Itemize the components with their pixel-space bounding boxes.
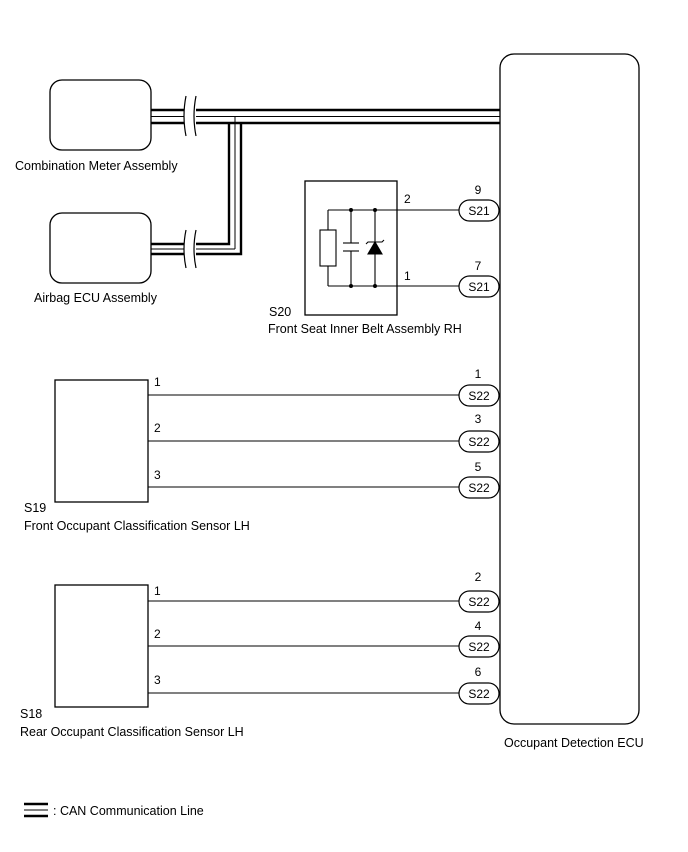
ecu-pin-number: 9 (475, 183, 482, 197)
connector-label: S21 (468, 280, 490, 294)
s20-internal-circuit (319, 208, 460, 288)
combination-meter-box (49, 79, 152, 151)
can-bus-lines (151, 95, 500, 269)
s20-code: S20 (269, 305, 291, 319)
s19-box (54, 379, 149, 503)
can-legend-icon (24, 802, 48, 818)
connector-label: S22 (468, 389, 490, 403)
connector-label: S22 (468, 435, 490, 449)
connector-pill (458, 275, 500, 298)
s18-code: S18 (20, 707, 42, 721)
ecu-pin-number: 4 (475, 619, 482, 633)
connector-pill (458, 199, 500, 222)
connector-pill (458, 384, 500, 407)
s19-name: Front Occupant Classification Sensor LH (24, 519, 250, 533)
connector-pill (458, 430, 500, 453)
connector-pill (458, 590, 500, 613)
s18-pin-number: 2 (154, 627, 161, 641)
s20-name: Front Seat Inner Belt Assembly RH (268, 322, 462, 336)
connector-label: S22 (468, 595, 490, 609)
airbag-ecu-label: Airbag ECU Assembly (34, 291, 158, 305)
s19-code: S19 (24, 501, 46, 515)
s20-pin-number: 2 (404, 192, 411, 206)
s18-name: Rear Occupant Classification Sensor LH (20, 725, 244, 739)
s19-pin-number: 2 (154, 421, 161, 435)
occupant-detection-ecu-box (499, 53, 640, 725)
s19-pin-number: 1 (154, 375, 161, 389)
connector-pill (458, 476, 500, 499)
combination-meter-label: Combination Meter Assembly (15, 159, 178, 173)
connector-label: S22 (468, 687, 490, 701)
s19-pin-number: 3 (154, 468, 161, 482)
airbag-ecu-box (49, 212, 152, 284)
connector-pill (458, 635, 500, 658)
ecu-pin-number: 6 (475, 665, 482, 679)
s20-pin-number: 1 (404, 269, 411, 283)
s18-pin-number: 3 (154, 673, 161, 687)
connector-label: S21 (468, 204, 490, 218)
sensor-wires (148, 394, 460, 694)
s20-box (304, 180, 398, 316)
ecu-pin-number: 3 (475, 412, 482, 426)
ecu-pin-number: 5 (475, 460, 482, 474)
ecu-label: Occupant Detection ECU (504, 736, 644, 750)
connector-pill (458, 682, 500, 705)
ecu-pin-number: 7 (475, 259, 482, 273)
s18-box (54, 584, 149, 708)
ecu-pin-number: 2 (475, 570, 482, 584)
connector-label: S22 (468, 481, 490, 495)
ecu-pin-number: 1 (475, 367, 482, 381)
connector-label: S22 (468, 640, 490, 654)
can-legend-label: : CAN Communication Line (53, 804, 204, 818)
s18-pin-number: 1 (154, 584, 161, 598)
